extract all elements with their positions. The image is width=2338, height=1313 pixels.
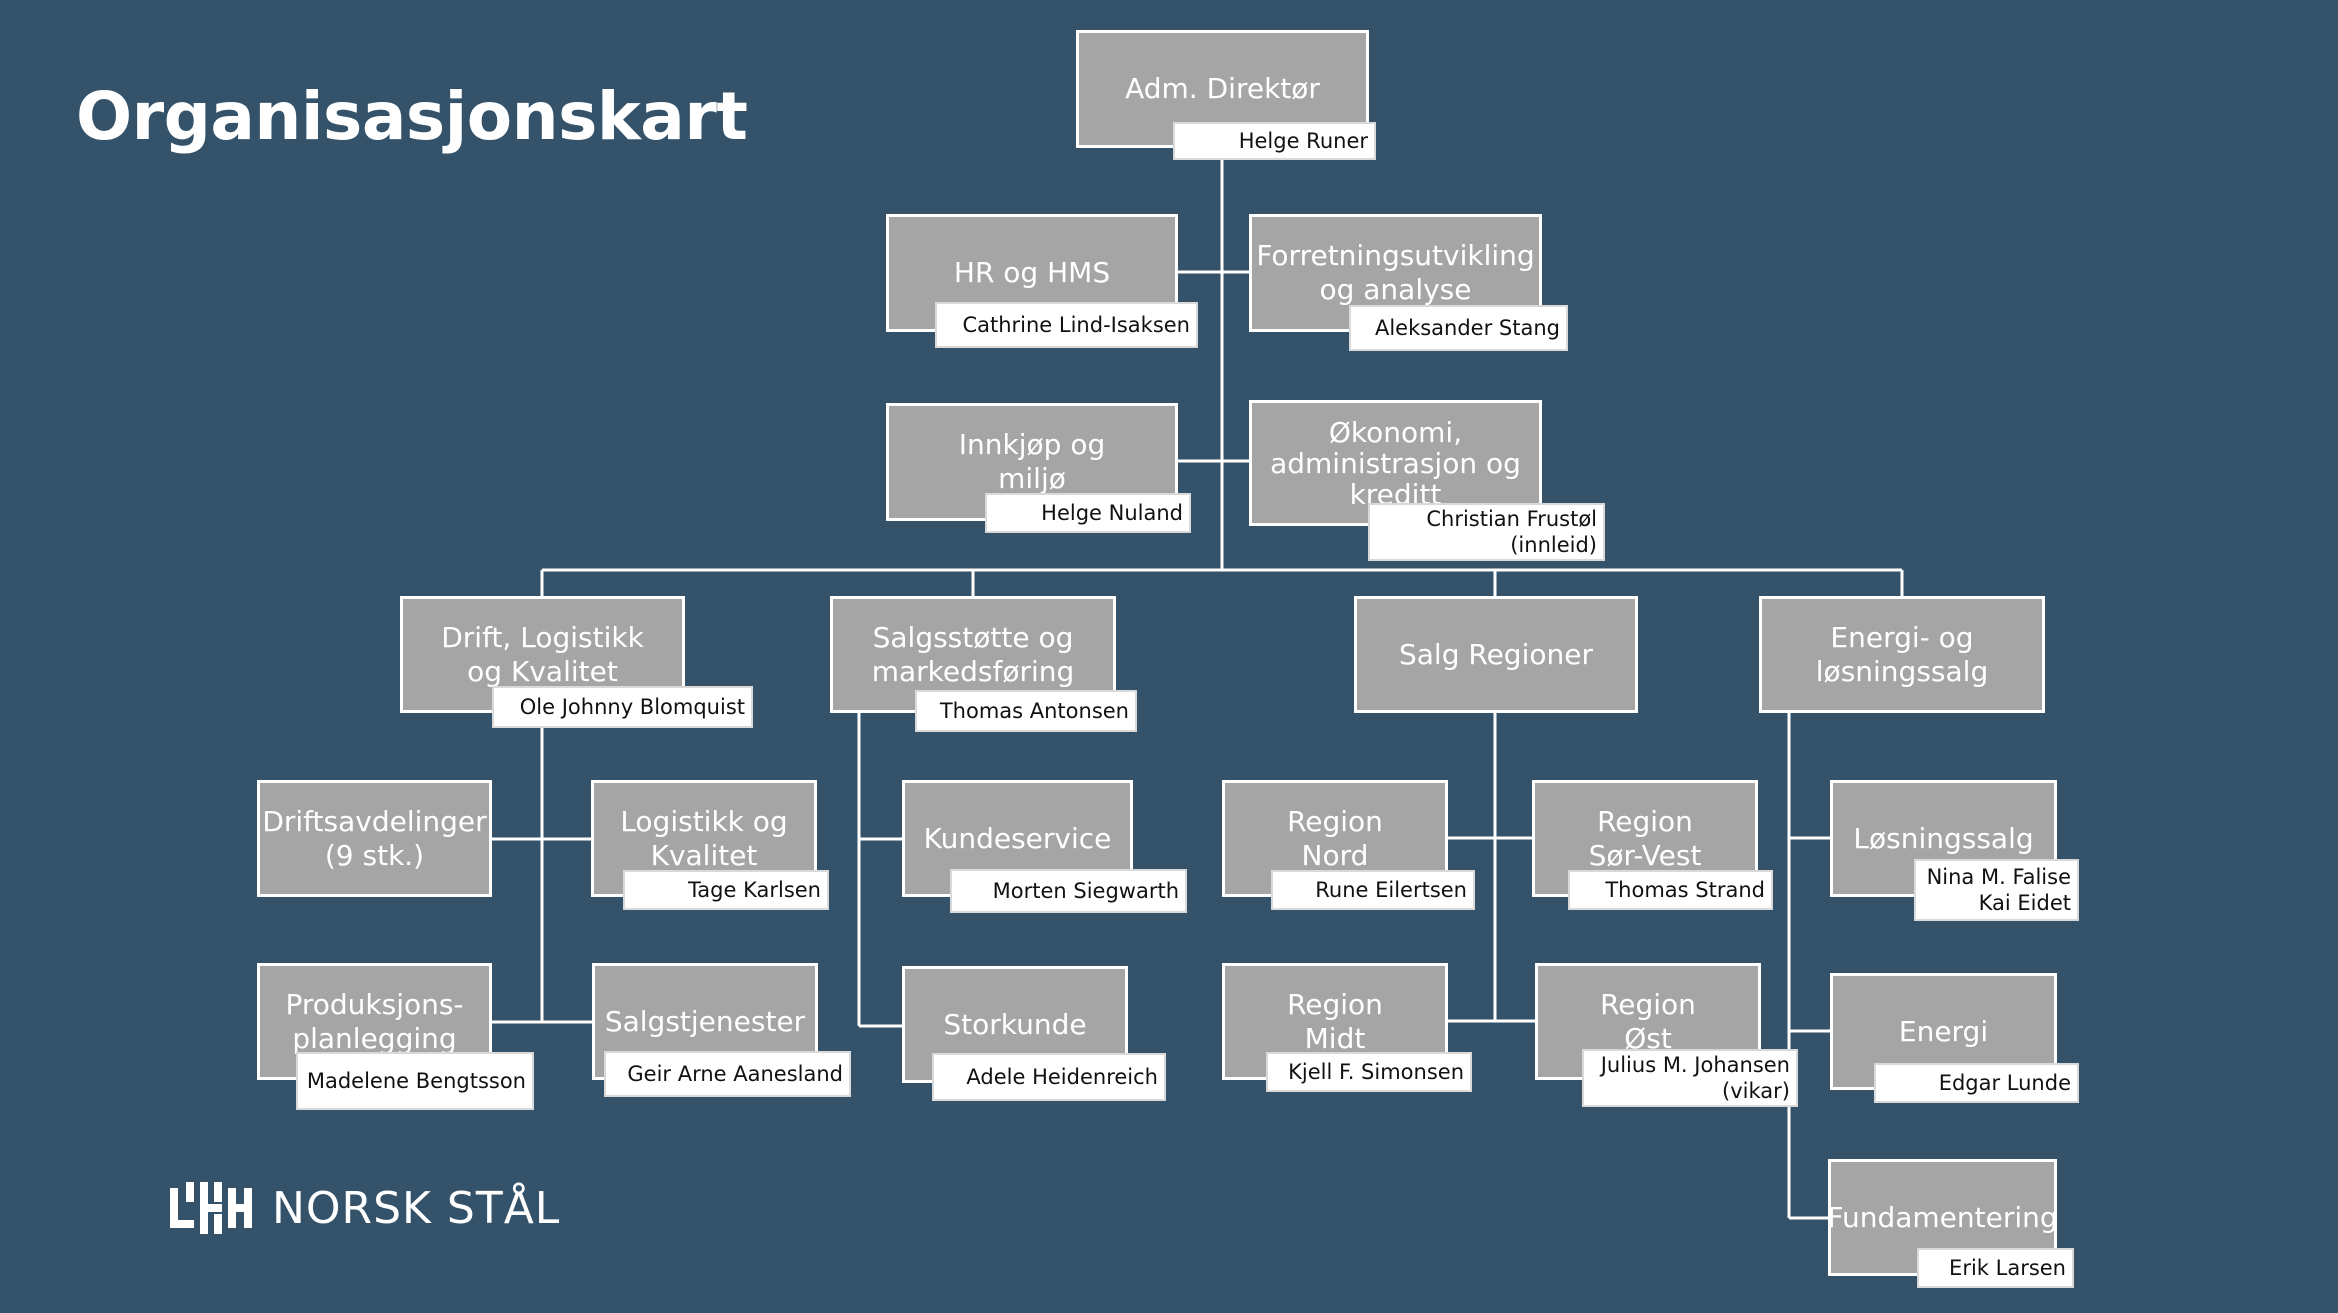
person-innkjop-miljo: Helge Nuland: [985, 493, 1191, 533]
person-fundamentering: Erik Larsen: [1917, 1248, 2074, 1288]
person-region-midt: Kjell F. Simonsen: [1266, 1052, 1472, 1092]
person-losningssalg: Nina M. Falise Kai Eidet: [1914, 859, 2079, 921]
company-logo: NORSK STÅL: [170, 1180, 560, 1236]
person-produksjonsplanlegging: Madelene Bengtsson: [296, 1052, 534, 1110]
person-region-nord: Rune Eilertsen: [1271, 870, 1475, 910]
person-region-sorvest: Thomas Strand: [1568, 870, 1773, 910]
person-okonomi: Christian Frustøl (innleid): [1368, 503, 1605, 561]
person-drift-logistikk-kvalitet: Ole Johnny Blomquist: [492, 686, 753, 728]
person-region-ost: Julius M. Johansen (vikar): [1582, 1049, 1798, 1107]
person-adm-direktor: Helge Runer: [1173, 122, 1376, 160]
norsk-stal-logo-icon: [170, 1182, 252, 1234]
person-kundeservice: Morten Siegwarth: [950, 869, 1187, 913]
node-energi-losningssalg: Energi- og løsningssalg: [1759, 596, 2045, 713]
node-driftsavdelinger: Driftsavdelinger (9 stk.): [257, 780, 492, 897]
person-hr-hms: Cathrine Lind-Isaksen: [935, 302, 1198, 348]
node-salg-regioner: Salg Regioner: [1354, 596, 1638, 713]
logo-wordmark: NORSK STÅL: [272, 1182, 561, 1234]
person-logistikk-kvalitet: Tage Karlsen: [623, 870, 829, 910]
person-forretningsutvikling: Aleksander Stang: [1349, 305, 1568, 351]
person-energi: Edgar Lunde: [1874, 1063, 2079, 1103]
person-salgsstotte-markedsforing: Thomas Antonsen: [915, 690, 1137, 732]
person-salgstjenester: Geir Arne Aanesland: [604, 1051, 851, 1097]
page-title: Organisasjonskart: [76, 78, 748, 155]
person-storkunde: Adele Heidenreich: [932, 1053, 1166, 1101]
